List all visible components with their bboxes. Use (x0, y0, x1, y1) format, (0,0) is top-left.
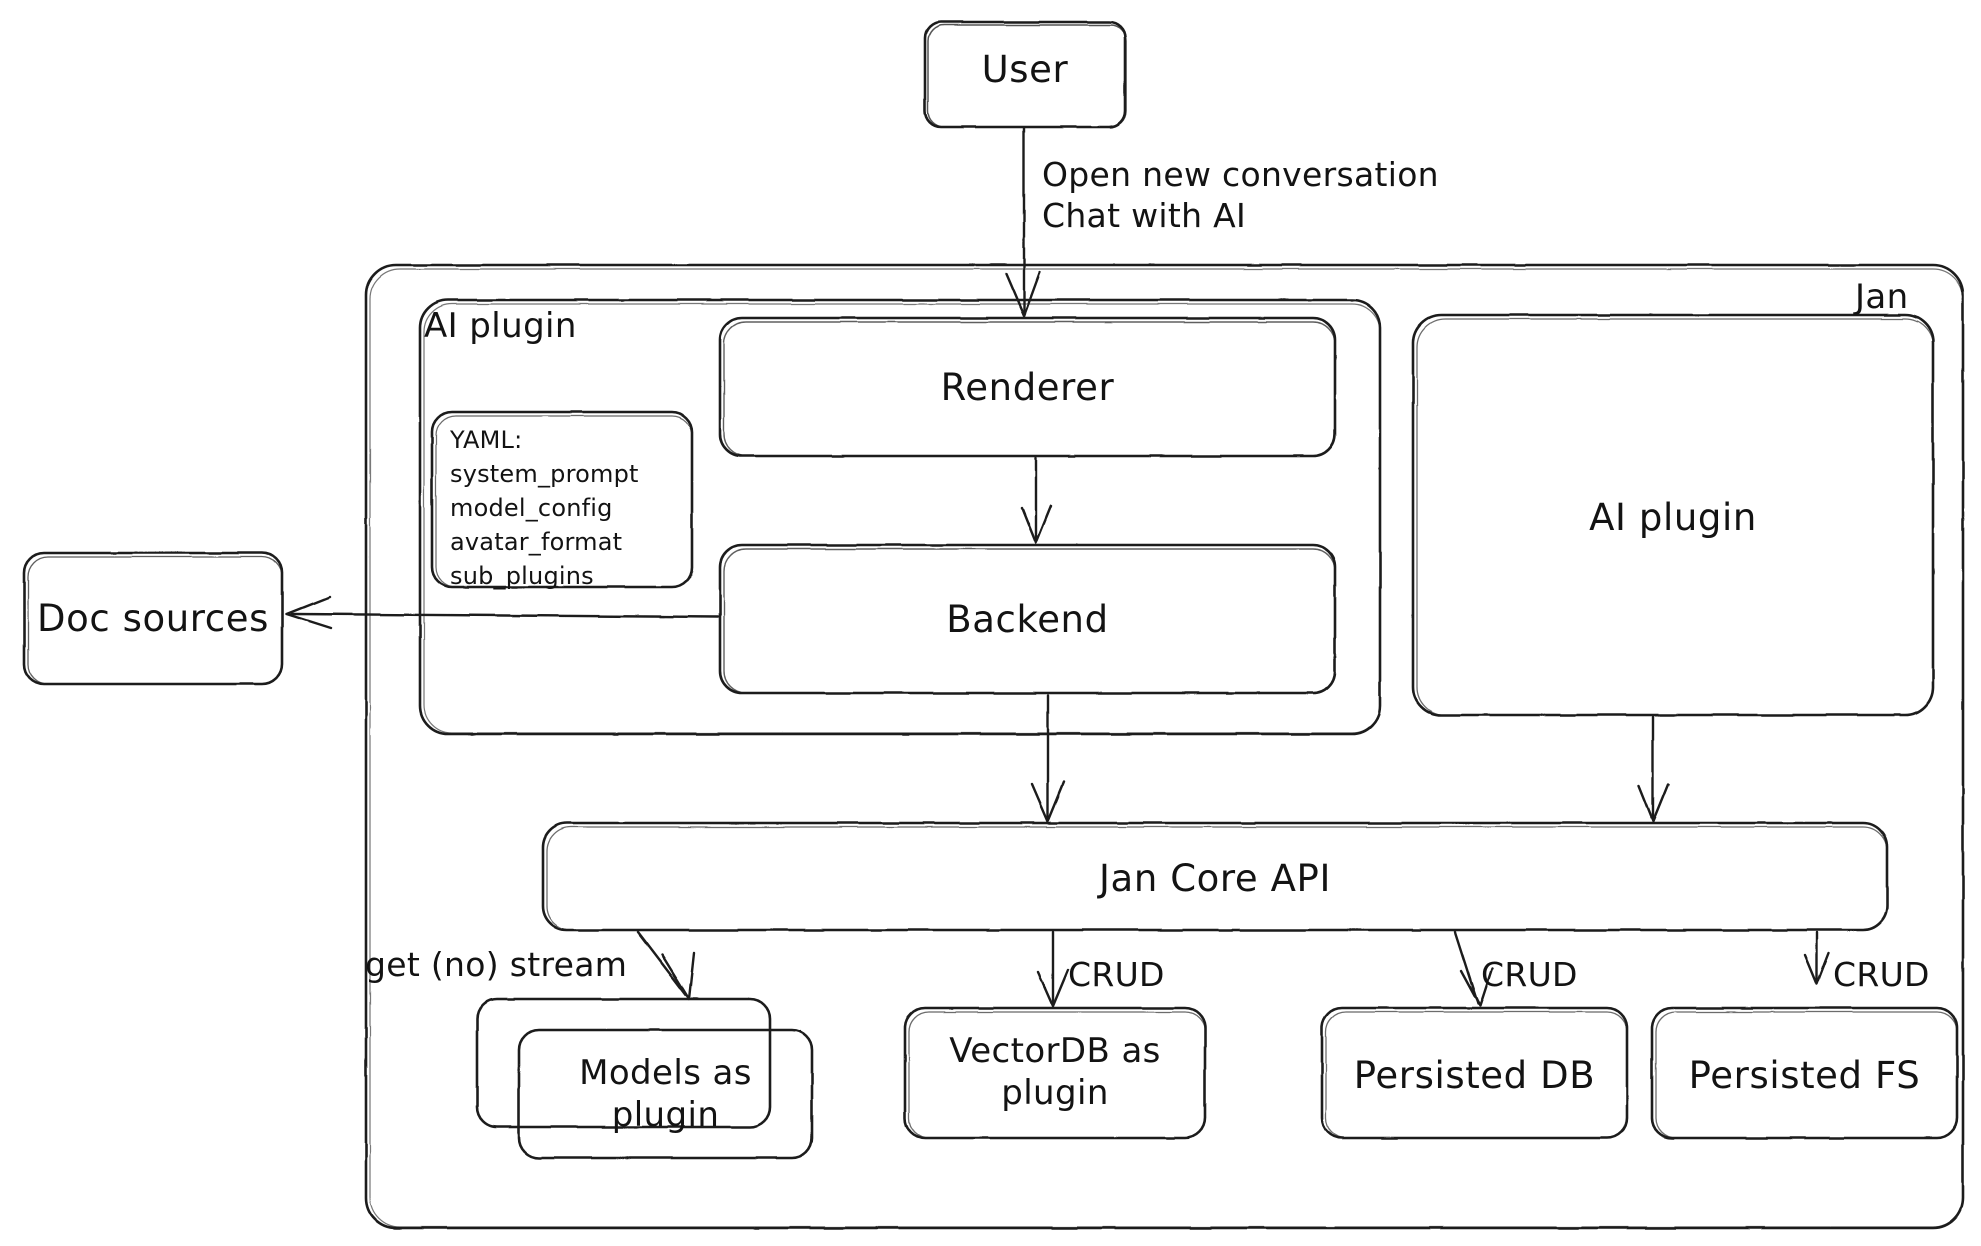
container-jan-shape (364, 263, 1965, 1230)
edge-core-to-vectordb (1036, 930, 1070, 1008)
node-jan-core-api-shape[interactable] (541, 821, 1889, 932)
edge-user-to-renderer (1004, 126, 1042, 318)
node-models-as-plugin-shape[interactable] (475, 997, 814, 1160)
node-backend-shape[interactable] (718, 543, 1337, 695)
container-ai-plugin-group-shape (418, 298, 1382, 736)
node-persisted-fs-shape[interactable] (1650, 1006, 1959, 1140)
node-ai-plugin-shape[interactable] (1411, 313, 1935, 717)
edge-aiplugin-to-core (1637, 715, 1670, 823)
node-yaml-shape[interactable] (430, 410, 694, 589)
edge-core-to-fs (1803, 930, 1831, 986)
node-doc-sources-shape[interactable] (22, 551, 284, 686)
edge-renderer-to-backend (1020, 456, 1053, 545)
node-vectordb-as-plugin-shape[interactable] (903, 1006, 1207, 1140)
edge-backend-to-doc-sources (285, 595, 720, 630)
node-user-shape[interactable] (923, 20, 1127, 129)
edge-core-to-db (1453, 930, 1494, 1008)
edge-backend-to-core (1030, 693, 1066, 823)
node-renderer-shape[interactable] (718, 316, 1337, 458)
node-persisted-db-shape[interactable] (1320, 1006, 1629, 1140)
edge-core-to-models (636, 930, 696, 1001)
